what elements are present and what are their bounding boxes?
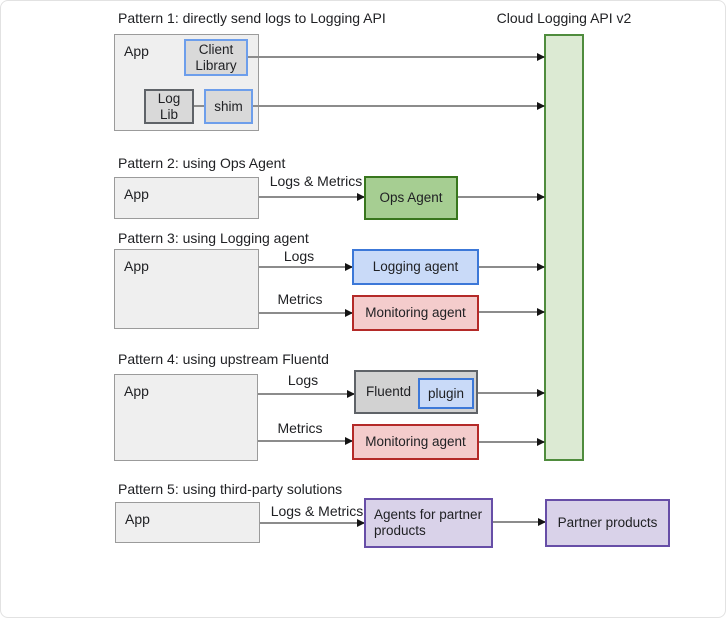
shim-box: shim — [204, 89, 253, 124]
cloud-logging-api-title: Cloud Logging API v2 — [496, 10, 632, 26]
arrowhead-icon — [347, 390, 355, 398]
client-library-box: Client Library — [184, 39, 248, 76]
monitoring-agent-box-p4: Monitoring agent — [352, 424, 479, 460]
client-library-label: Client Library — [195, 41, 237, 73]
pattern2-app-label: App — [124, 186, 149, 202]
pattern2-title: Pattern 2: using Ops Agent — [118, 155, 286, 171]
edge-app-to-logging-agent — [259, 263, 353, 271]
pattern4-app-label: App — [124, 383, 149, 399]
arrowhead-icon — [537, 102, 545, 110]
arrowhead-icon — [537, 263, 545, 271]
pattern5-title: Pattern 5: using third-party solutions — [118, 481, 343, 497]
ops-agent-label: Ops Agent — [379, 190, 443, 206]
log-lib-label: Log Lib — [157, 90, 181, 122]
arrowhead-icon — [345, 263, 353, 271]
edge-agents-to-partner-products — [493, 518, 546, 526]
log-lib-box: Log Lib — [144, 89, 194, 124]
pattern2-app-box: App — [114, 177, 259, 219]
edge-monitoring-agent-p3-to-api — [479, 308, 545, 316]
cloud-logging-api-box — [544, 34, 584, 461]
partner-products-box: Partner products — [545, 499, 670, 547]
edge-app-to-monitoring-agent-p3 — [259, 309, 353, 317]
arrowhead-icon — [345, 309, 353, 317]
pattern1-title: Pattern 1: directly send logs to Logging… — [118, 10, 386, 26]
arrowhead-icon — [537, 193, 545, 201]
pattern1-app-label: App — [124, 43, 149, 59]
edge-ops-agent-to-api — [458, 193, 545, 201]
edge-app-to-partner-agents — [260, 519, 365, 527]
monitoring-agent-label-p3: Monitoring agent — [365, 305, 466, 321]
edge-loglib-to-shim — [194, 105, 206, 107]
partner-products-label: Partner products — [557, 515, 658, 531]
pattern3-title: Pattern 3: using Logging agent — [118, 230, 309, 246]
pattern3-logs-label: Logs — [283, 248, 315, 264]
edge-client-library-to-api — [248, 53, 545, 61]
pattern5-app-box: App — [115, 502, 260, 543]
edge-shim-to-api — [253, 102, 545, 110]
agents-for-partner-products-box: Agents for partner products — [364, 498, 493, 548]
pattern4-logs-label: Logs — [287, 372, 319, 388]
fluentd-label: Fluentd — [366, 384, 412, 400]
pattern4-app-box: App — [114, 374, 258, 461]
pattern3-metrics-label: Metrics — [277, 291, 323, 307]
edge-app-to-ops-agent — [259, 193, 365, 201]
arrowhead-icon — [537, 53, 545, 61]
arrowhead-icon — [345, 437, 353, 445]
agents-for-partner-products-label: Agents for partner products — [374, 507, 483, 538]
edge-app-to-fluentd — [258, 390, 355, 398]
pattern4-metrics-label: Metrics — [277, 420, 323, 436]
arrowhead-icon — [538, 518, 546, 526]
edge-logging-agent-to-api — [479, 263, 545, 271]
logging-agent-box: Logging agent — [352, 249, 479, 285]
plugin-label: plugin — [427, 385, 465, 401]
ops-agent-box: Ops Agent — [364, 176, 458, 220]
arrowhead-icon — [537, 389, 545, 397]
pattern2-logs-metrics-label: Logs & Metrics — [269, 173, 363, 189]
edge-app-to-monitoring-agent-p4 — [258, 437, 353, 445]
arrowhead-icon — [537, 438, 545, 446]
logging-agent-label: Logging agent — [372, 259, 459, 275]
shim-label: shim — [214, 98, 243, 114]
pattern3-app-box: App — [114, 249, 259, 329]
arrowhead-icon — [537, 308, 545, 316]
pattern5-logs-metrics-label: Logs & Metrics — [270, 503, 364, 519]
monitoring-agent-box-p3: Monitoring agent — [352, 295, 479, 331]
pattern3-app-label: App — [124, 258, 149, 274]
pattern5-app-label: App — [125, 511, 150, 527]
arrowhead-icon — [357, 519, 365, 527]
pattern4-title: Pattern 4: using upstream Fluentd — [118, 351, 329, 367]
edge-monitoring-agent-p4-to-api — [479, 438, 545, 446]
arrowhead-icon — [357, 193, 365, 201]
edge-fluentd-to-api — [478, 389, 545, 397]
plugin-box: plugin — [418, 378, 474, 409]
monitoring-agent-label-p4: Monitoring agent — [365, 434, 466, 450]
